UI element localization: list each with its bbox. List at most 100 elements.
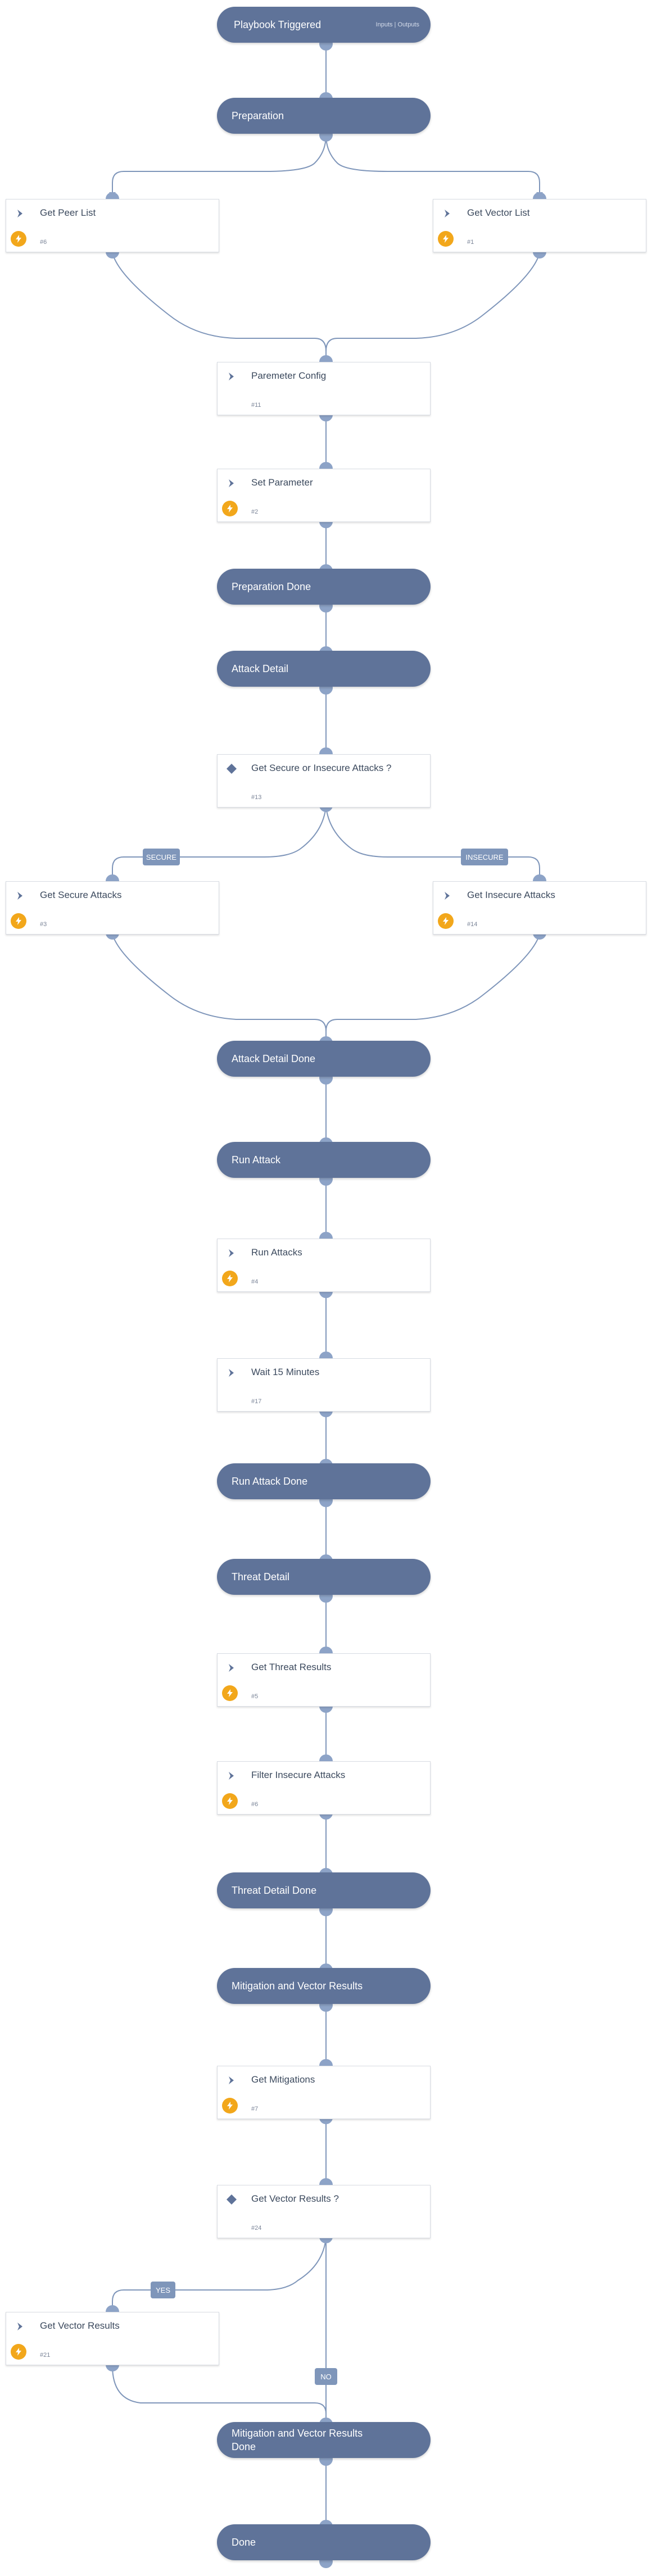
wire: [112, 252, 327, 360]
condition-label-no[interactable]: NO: [315, 2368, 337, 2385]
section-title: Preparation Done: [232, 580, 311, 592]
condition-label-secure[interactable]: SECURE: [143, 849, 180, 865]
input-port: [533, 192, 546, 199]
bolt-icon: [222, 1793, 238, 1809]
task-title: Get Vector Results ?: [251, 2193, 339, 2204]
input-port: [106, 874, 119, 881]
task-run-attacks[interactable]: Run Attacks #4: [217, 1239, 431, 1292]
task-number: #3: [40, 921, 47, 928]
input-port: [319, 1754, 333, 1761]
chevron-icon: [445, 892, 450, 900]
section-threat-detail[interactable]: Threat Detail: [217, 1559, 431, 1595]
task-get-threat-results[interactable]: Get Threat Results #5: [217, 1653, 431, 1707]
task-title: Get Secure Attacks: [40, 890, 122, 900]
bolt-icon: [222, 1685, 238, 1701]
task-number: #7: [251, 2106, 259, 2112]
task-get-peer-list[interactable]: Get Peer List #6: [6, 199, 219, 252]
task-number: #17: [251, 1398, 262, 1405]
section-attack-detail-done[interactable]: Attack Detail Done: [217, 1041, 431, 1077]
chevron-icon: [445, 210, 450, 217]
section-title: Preparation: [232, 110, 284, 121]
bolt-icon: [438, 913, 454, 929]
task-get-mitigations[interactable]: Get Mitigations #7: [217, 2066, 431, 2119]
section-playbook-triggered[interactable]: Playbook Triggered Inputs | Outputs: [217, 7, 431, 43]
task-title: Filter Insecure Attacks: [251, 1770, 346, 1780]
section-mitigation-and-vector-results[interactable]: Mitigation and Vector Results: [217, 1968, 431, 2004]
task-filter-insecure-attacks[interactable]: Filter Insecure Attacks #6: [217, 1761, 431, 1815]
section-preparation[interactable]: Preparation: [217, 98, 431, 134]
task-get-vector-results-question[interactable]: Get Vector Results ? #24: [217, 2185, 431, 2238]
bolt-icon: [222, 2098, 238, 2114]
section-attack-detail[interactable]: Attack Detail: [217, 651, 431, 687]
input-port: [319, 747, 333, 754]
section-title: Run Attack Done: [232, 1475, 308, 1487]
diamond-icon: [227, 764, 237, 774]
task-set-parameter[interactable]: Set Parameter #2: [217, 469, 431, 522]
wire: [325, 134, 540, 194]
chevron-icon: [229, 479, 234, 487]
input-port: [106, 192, 119, 199]
task-number: #24: [251, 2225, 262, 2232]
wire: [112, 2365, 327, 2422]
input-port: [319, 2059, 333, 2066]
wire: [325, 933, 540, 1041]
wire: [112, 134, 327, 194]
task-number: #21: [40, 2352, 51, 2359]
section-title-line-1: Mitigation and Vector Results: [232, 2428, 363, 2439]
task-get-vector-list[interactable]: Get Vector List #1: [433, 199, 646, 252]
task-get-insecure-attacks[interactable]: Get Insecure Attacks #14: [433, 881, 646, 935]
section-done[interactable]: Done: [217, 2524, 431, 2560]
condition-label-insecure[interactable]: INSECURE: [461, 849, 508, 865]
task-number: #11: [251, 402, 261, 409]
task-title: Get Insecure Attacks: [467, 890, 555, 900]
wire: [325, 806, 540, 878]
chevron-icon: [229, 1664, 234, 1672]
task-number: #13: [251, 794, 262, 801]
task-title: Get Secure or Insecure Attacks ?: [251, 763, 392, 773]
chevron-icon: [229, 2076, 234, 2084]
chevron-icon: [17, 210, 22, 217]
input-port: [319, 92, 333, 99]
chevron-icon: [229, 373, 234, 380]
bolt-icon: [438, 231, 454, 247]
section-title: Threat Detail: [232, 1571, 290, 1582]
section-threat-detail-done[interactable]: Threat Detail Done: [217, 1872, 431, 1908]
task-number: #1: [467, 239, 474, 246]
section-title: Done: [232, 2536, 256, 2548]
wire: [112, 806, 327, 878]
task-wait-15-minutes[interactable]: Wait 15 Minutes #17: [217, 1358, 431, 1412]
section-run-attack-done[interactable]: Run Attack Done: [217, 1463, 431, 1499]
task-get-vector-results[interactable]: Get Vector Results #21: [6, 2312, 219, 2365]
input-port: [106, 2305, 119, 2312]
task-paremeter-config[interactable]: Paremeter Config #11: [217, 362, 431, 415]
section-title: Mitigation and Vector Results: [232, 1980, 363, 1992]
task-get-secure-or-insecure-attacks[interactable]: Get Secure or Insecure Attacks ? #13: [217, 754, 431, 808]
condition-label-yes[interactable]: YES: [151, 2282, 175, 2298]
section-title: Attack Detail Done: [232, 1053, 316, 1064]
task-title: Run Attacks: [251, 1247, 302, 1258]
input-port: [533, 874, 546, 881]
task-title: Get Threat Results: [251, 1662, 332, 1672]
task-get-secure-attacks[interactable]: Get Secure Attacks #3: [6, 881, 219, 935]
chevron-icon: [229, 1369, 234, 1377]
section-preparation-done[interactable]: Preparation Done: [217, 569, 431, 605]
section-run-attack[interactable]: Run Attack: [217, 1142, 431, 1178]
task-title: Get Vector Results: [40, 2320, 120, 2331]
diamond-icon: [227, 2194, 237, 2205]
chevron-icon: [229, 1249, 234, 1257]
section-title: Playbook Triggered: [234, 19, 322, 30]
task-number: #2: [251, 509, 259, 515]
inputs-outputs-link[interactable]: Inputs | Outputs: [375, 21, 419, 28]
task-number: #4: [251, 1278, 259, 1285]
bolt-icon: [222, 501, 238, 516]
input-port: [319, 2178, 333, 2185]
chevron-icon: [17, 2323, 22, 2330]
wire: [112, 933, 327, 1041]
section-title-line-2: Done: [232, 2441, 256, 2452]
task-title: Wait 15 Minutes: [251, 1367, 320, 1377]
input-port: [319, 1232, 333, 1239]
task-number: #14: [467, 921, 478, 928]
